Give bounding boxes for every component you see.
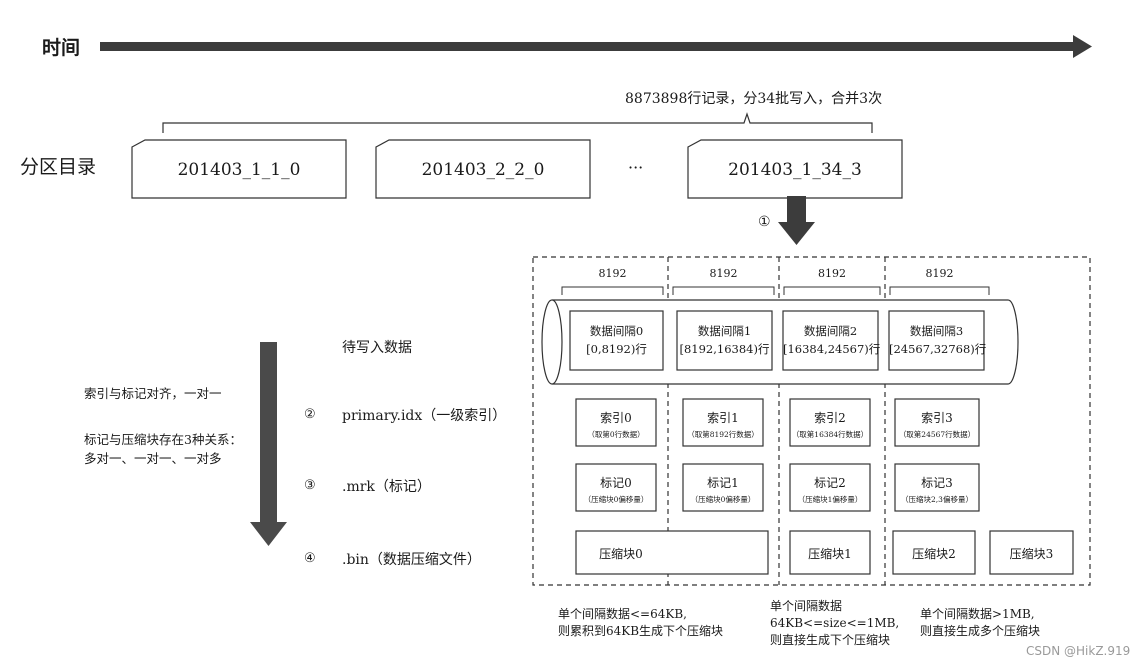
row-label-bin: .bin（数据压缩文件） xyxy=(342,552,481,568)
partition-dir-shape-3 xyxy=(687,139,903,199)
partition-dir-shape-1 xyxy=(131,139,347,199)
interval-title: 数据间隔2 xyxy=(803,324,858,338)
compress-block-0: 压缩块0 xyxy=(599,547,643,561)
note-mark-block-1: 标记与压缩块存在3种关系： xyxy=(84,432,242,447)
partition-label: 分区目录 xyxy=(20,156,97,178)
summary-brace xyxy=(162,112,873,133)
mark-title: 标记2 xyxy=(814,476,846,490)
interval-range: [16384,24567)行 xyxy=(783,342,881,356)
note-bottom-2: 单个间隔数据>1MB, 则直接生成多个压缩块 xyxy=(920,606,1040,640)
note-line: 则直接生成多个压缩块 xyxy=(920,624,1041,638)
mark-title: 标记1 xyxy=(707,476,739,490)
compress-block-1: 压缩块1 xyxy=(808,547,852,561)
mark-sub: （压缩块0偏移量） xyxy=(583,495,649,504)
expand-down-arrow xyxy=(778,196,815,245)
row-num-idx: ② xyxy=(304,407,316,422)
partition-detail-frame xyxy=(532,256,1091,586)
mark-title: 标记3 xyxy=(921,476,953,490)
note-line: 则直接生成下个压缩块 xyxy=(770,633,891,647)
mark-box-2: 标记2 （压缩块1偏移量） xyxy=(790,474,870,505)
note-bottom-0: 单个间隔数据<=64KB, 则累积到64KB生成下个压缩块 xyxy=(558,606,723,640)
watermark: CSDN @HikZ.919 xyxy=(1026,644,1131,658)
index-title: 索引3 xyxy=(921,411,953,425)
mark-sub: （压缩块2,3偏移量） xyxy=(901,495,973,504)
interval-title: 数据间隔1 xyxy=(697,324,752,338)
interval-title: 数据间隔3 xyxy=(909,324,964,338)
note-bottom-1: 单个间隔数据 64KB<=size<=1MB, 则直接生成下个压缩块 xyxy=(770,598,899,649)
compress-block-3: 压缩块3 xyxy=(1009,547,1054,561)
note-line: 单个间隔数据<=64KB, xyxy=(558,607,687,621)
interval-2: 数据间隔2 [16384,24567)行 xyxy=(783,322,881,358)
interval-title: 数据间隔0 xyxy=(589,324,644,338)
index-sub: （取第16384行数据） xyxy=(791,430,869,439)
timeline-label: 时间 xyxy=(42,37,81,59)
row-label-idx: primary.idx（一级索引） xyxy=(342,408,507,424)
interval-range: [24567,32768)行 xyxy=(889,342,987,356)
interval-range: [0,8192)行 xyxy=(586,342,647,356)
compress-block-2: 压缩块2 xyxy=(912,547,956,561)
interval-1: 数据间隔1 [8192,16384)行 xyxy=(677,322,772,358)
note-line: 则累积到64KB生成下个压缩块 xyxy=(558,624,724,638)
mark-sub: （压缩块0偏移量） xyxy=(690,495,756,504)
partition-ellipsis: ··· xyxy=(628,158,644,177)
index-sub: （取第8192行数据） xyxy=(687,430,759,439)
index-box-0: 索引0 （取第0行数据） xyxy=(576,409,656,440)
mark-box-3: 标记3 （压缩块2,3偏移量） xyxy=(895,474,979,505)
write-flow-arrow xyxy=(250,342,287,546)
index-box-1: 索引1 （取第8192行数据） xyxy=(683,409,763,440)
index-title: 索引1 xyxy=(707,411,739,425)
mark-box-1: 标记1 （压缩块0偏移量） xyxy=(683,474,763,505)
partition-dir-2[interactable]: 201403_2_2_0 xyxy=(421,160,545,180)
partition-dir-3[interactable]: 201403_1_34_3 xyxy=(728,160,862,180)
note-line: 单个间隔数据>1MB, xyxy=(920,607,1035,621)
timeline-arrow xyxy=(100,35,1092,58)
interval-3: 数据间隔3 [24567,32768)行 xyxy=(889,322,987,358)
note-line: 单个间隔数据 xyxy=(770,599,843,613)
granule-size-0: 8192 xyxy=(598,267,627,280)
index-sub: （取第24567行数据） xyxy=(898,430,976,439)
index-sub: （取第0行数据） xyxy=(587,430,645,439)
interval-0: 数据间隔0 [0,8192)行 xyxy=(570,322,663,358)
note-line: 64KB<=size<=1MB, xyxy=(770,616,900,630)
mark-title: 标记0 xyxy=(600,476,632,490)
interval-range: [8192,16384)行 xyxy=(679,342,770,356)
index-title: 索引0 xyxy=(600,411,632,425)
note-index-mark: 索引与标记对齐，一对一 xyxy=(84,386,222,401)
mark-box-0: 标记0 （压缩块0偏移量） xyxy=(576,474,656,505)
summary-text: 8873898行记录，分34批写入，合并3次 xyxy=(625,91,883,107)
note-mark-block-2: 多对一、一对一、一对多 xyxy=(84,451,222,466)
row-label-data: 待写入数据 xyxy=(342,340,412,356)
mark-sub: （压缩块1偏移量） xyxy=(797,495,863,504)
index-box-2: 索引2 （取第16384行数据） xyxy=(790,409,870,440)
granule-size-3: 8192 xyxy=(925,267,954,280)
row-num-bin: ④ xyxy=(304,551,316,566)
row-num-mrk: ③ xyxy=(304,478,316,493)
partition-dir-1[interactable]: 201403_1_1_0 xyxy=(177,160,301,180)
index-box-3: 索引3 （取第24567行数据） xyxy=(895,409,979,440)
step-marker-1: ① xyxy=(758,214,771,230)
row-label-mrk: .mrk（标记） xyxy=(342,479,431,495)
granule-size-1: 8192 xyxy=(709,267,738,280)
partition-dir-shape-2 xyxy=(375,139,591,199)
granule-size-2: 8192 xyxy=(818,267,846,280)
index-title: 索引2 xyxy=(814,411,846,425)
